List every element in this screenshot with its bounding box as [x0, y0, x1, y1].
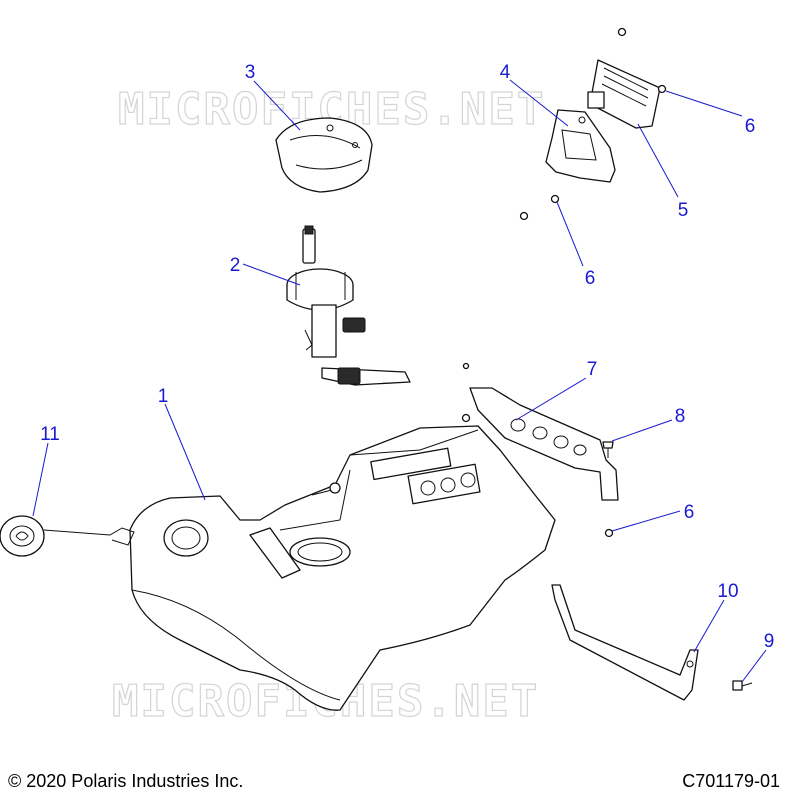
copyright-text: © 2020 Polaris Industries Inc. — [8, 771, 244, 791]
callout-5: 5 — [678, 200, 689, 221]
leader-1 — [164, 403, 206, 501]
diagram-code: C701179-01 — [682, 771, 780, 791]
fuel-pump-cover — [275, 117, 373, 193]
callout-6-bottom: 6 — [684, 502, 695, 523]
tank-strap — [551, 584, 699, 701]
callout-9: 9 — [764, 631, 775, 652]
fuel-pump-assembly — [286, 225, 411, 386]
callout-2: 2 — [230, 255, 241, 276]
callout-10: 10 — [717, 581, 738, 602]
fuel-cap — [0, 515, 135, 557]
callout-11: 11 — [40, 424, 60, 445]
leader-5 — [637, 123, 679, 198]
leader-7 — [515, 377, 587, 421]
callout-3: 3 — [245, 62, 256, 83]
leader-4 — [509, 79, 569, 127]
nut-group — [461, 27, 667, 538]
callout-1: 1 — [158, 386, 169, 407]
callout-4: 4 — [500, 62, 511, 83]
leader-6b — [556, 201, 584, 267]
fuel-tank — [129, 425, 556, 711]
electronic-module — [587, 59, 661, 129]
callout-6-top: 6 — [745, 116, 756, 137]
bolt-8 — [602, 441, 614, 458]
leader-6a — [665, 90, 743, 117]
module-bracket — [545, 109, 616, 183]
callout-6-middle: 6 — [585, 268, 596, 289]
bolt-9 — [732, 680, 753, 691]
leader-10 — [693, 599, 725, 653]
leader-2 — [242, 263, 301, 286]
leader-3 — [253, 80, 301, 131]
leader-8 — [611, 419, 673, 442]
leader-6c — [611, 510, 681, 532]
leader-9 — [741, 649, 767, 683]
callout-7: 7 — [587, 359, 598, 380]
callout-8: 8 — [675, 406, 686, 427]
leader-11 — [32, 442, 49, 517]
